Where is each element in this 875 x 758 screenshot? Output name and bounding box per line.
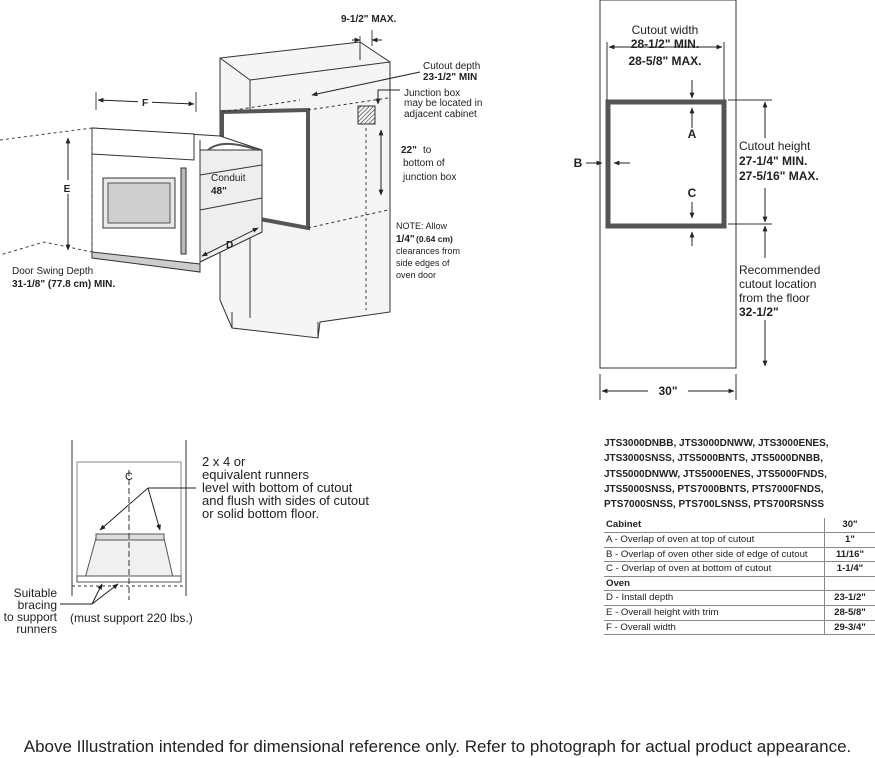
runner-line5: or solid bottom floor.: [202, 506, 319, 521]
junction-height-line2: bottom of: [403, 158, 445, 169]
junction-box: [357, 105, 376, 125]
door-swing-outline: [0, 127, 93, 256]
dim-f-label: F: [142, 98, 148, 109]
door-swing-value: 31-1/8" (77.8 cm) MIN.: [12, 279, 115, 290]
dim-d-label: D: [226, 240, 233, 251]
model-list: JTS3000DNBB, JTS3000DNWW, JTS3000ENES, J…: [604, 436, 875, 512]
model-line: PTS7000SNSS, PTS700LSNSS, PTS700RSNSS: [604, 499, 825, 511]
cutout-height-label: Cutout height: [739, 139, 811, 153]
spec-label: Oven: [604, 576, 825, 592]
letter-b: B: [574, 156, 583, 170]
door-swing-label: Door Swing Depth: [12, 266, 93, 277]
note-line1: NOTE: Allow: [396, 221, 448, 231]
spec-value: 1": [824, 532, 875, 548]
note-value: 1/4": [396, 234, 415, 245]
bracing-line2: bracing: [18, 598, 57, 612]
conduit-label: Conduit: [211, 173, 246, 184]
spec-value: 1-1/4": [824, 561, 875, 577]
model-line: JTS3000DNBB, JTS3000DNWW, JTS3000ENES,: [604, 438, 829, 449]
note-line3: clearances from: [396, 246, 460, 256]
cutout-width-label: Cutout width: [632, 23, 699, 37]
floor-line2: cutout location: [739, 277, 816, 291]
table-row: B - Overlap of oven other side of edge o…: [604, 547, 875, 563]
cutout-height-min: 27-1/4" MIN.: [739, 154, 807, 168]
runner-line4: and flush with sides of cutout: [202, 493, 369, 508]
spec-label: D - Install depth: [604, 590, 825, 607]
junction-box-line2: may be located in: [404, 98, 482, 109]
bracing-line4: runners: [16, 622, 57, 636]
junction-height-line1: to: [423, 145, 432, 156]
spec-value: 23-1/2": [824, 590, 875, 607]
junction-box-line3: adjacent cabinet: [404, 109, 477, 120]
floor-line1: Recommended: [739, 263, 820, 277]
spec-label: E - Overall height with trim: [604, 605, 825, 621]
spec-value: 29-3/4": [824, 620, 875, 636]
cutout-depth-value: 23-1/2" MIN: [423, 72, 477, 83]
cutout-opening: [605, 99, 727, 229]
letter-c: C: [688, 186, 697, 200]
cutout-width-max: 28-5/8" MAX.: [628, 54, 701, 68]
cutout-height-max: 27-5/16" MAX.: [739, 169, 819, 183]
junction-height-line3: junction box: [402, 172, 456, 183]
note-metric: (0.64 cm): [416, 234, 453, 244]
table-row: Oven: [604, 576, 875, 592]
model-line: JTS3000SNSS, JTS5000BNTS, JTS5000DNBB,: [604, 453, 823, 465]
support-note: (must support 220 lbs.): [70, 611, 193, 625]
spec-value: 30": [824, 518, 875, 534]
centerline-symbol: C: [125, 471, 133, 483]
bracing-line1: Suitable: [14, 586, 58, 600]
model-line: JTS5000SNSS, PTS7000BNTS, PTS7000FNDS,: [604, 483, 824, 495]
spec-label: F - Overall width: [604, 620, 825, 636]
spec-value: 28-5/8": [824, 605, 875, 621]
spec-label: B - Overlap of oven other side of edge o…: [604, 547, 825, 563]
footer-disclaimer: Above Illustration intended for dimensio…: [23, 737, 852, 756]
spec-label: C - Overlap of oven at bottom of cutout: [604, 561, 825, 577]
runner-line3: level with bottom of cutout: [202, 480, 353, 495]
bracing-line3: to support: [4, 610, 58, 624]
max-gap-label: 9-1/2" MAX.: [341, 14, 397, 25]
runner-diagram: C: [60, 440, 196, 605]
cabinet-width-value: 30": [658, 384, 677, 398]
model-line: JTS5000DNWW, JTS5000ENES, JTS5000FNDS,: [604, 468, 827, 480]
conduit-value: 48": [211, 186, 227, 197]
cutout-depth-label: Cutout depth: [423, 61, 480, 72]
runner-line1: 2 x 4 or: [202, 454, 246, 469]
floor-value: 32-1/2": [739, 305, 779, 319]
spec-value: 11/16": [824, 547, 875, 563]
junction-height-value: 22": [401, 145, 417, 156]
dim-e-label: E: [64, 184, 71, 195]
spec-value: [824, 576, 875, 592]
note-line5: oven door: [396, 270, 436, 280]
runner-line2: equivalent runners: [202, 467, 309, 482]
letter-a: A: [688, 127, 697, 141]
spec-label: Cabinet: [604, 518, 825, 534]
junction-box-line1: Junction box: [404, 88, 460, 99]
floor-line3: from the floor: [739, 291, 810, 305]
oven-install-diagram: F E D 9-1/2" MAX. Cutout depth 23-1/2" M…: [0, 14, 482, 339]
note-line4: side edges of: [396, 258, 450, 268]
spec-label: A - Overlap of oven at top of cutout: [604, 532, 825, 548]
cutout-width-min: 28-1/2" MIN.: [631, 37, 699, 51]
cutout-front-diagram: Cutout width 28-1/2" MIN. 28-5/8" MAX. A…: [574, 0, 820, 400]
cabinet-front-outline: [599, 0, 737, 369]
spec-panel: JTS3000DNBB, JTS3000DNWW, JTS3000ENES, J…: [604, 436, 875, 636]
